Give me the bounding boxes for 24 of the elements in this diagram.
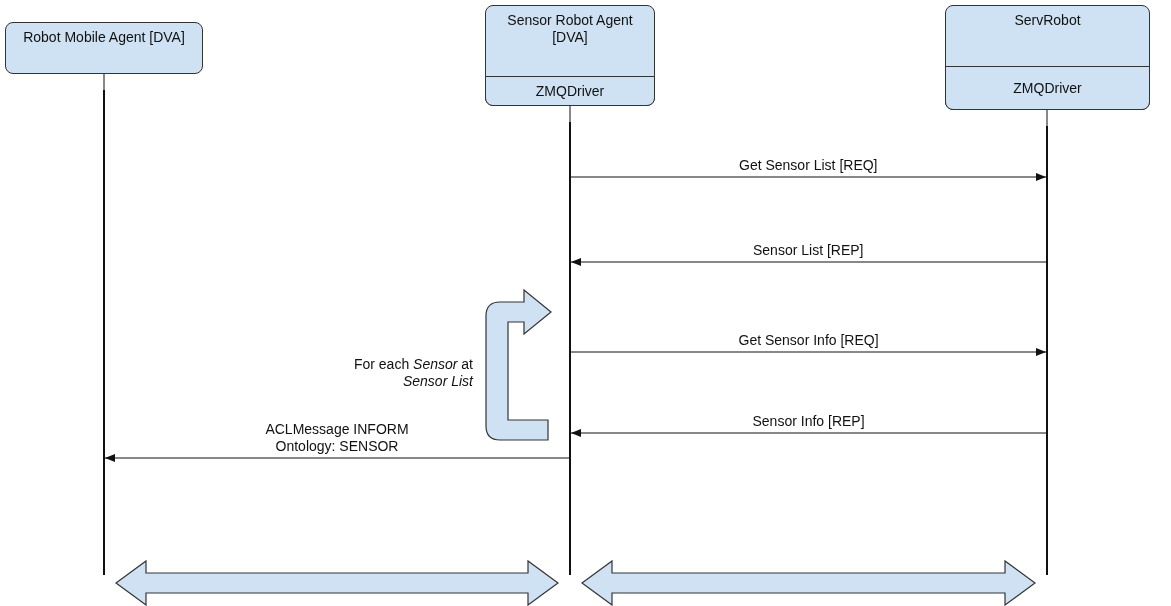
double-block-arrow: [581, 559, 1036, 606]
message-arrow: [570, 429, 1047, 437]
lifeline-segment: [1046, 109, 1048, 127]
message-arrow: [570, 348, 1047, 356]
lifeline: [569, 122, 571, 575]
lifeline-header: [5, 22, 203, 74]
component-name: ZMQDriver: [1013, 80, 1082, 96]
double-block-arrow: [115, 559, 559, 606]
component-name: ZMQDriver: [535, 83, 605, 99]
lifeline-segment: [569, 105, 571, 123]
component-box: [945, 66, 1150, 110]
lifeline-header: [945, 5, 1150, 110]
message-arrow: [570, 173, 1047, 181]
participant-name: Sensor Robot Agent [DVA]: [506, 11, 634, 47]
lifeline-segment: [103, 73, 105, 91]
message-arrow: [570, 258, 1047, 266]
loop-note: For each Sensor at Sensor List: [352, 356, 475, 390]
lifeline: [103, 90, 105, 575]
lifeline-header: [485, 5, 655, 106]
lifeline: [1046, 126, 1048, 575]
component-box: [485, 76, 655, 106]
participant-name: ServRobot: [1013, 11, 1082, 30]
message-arrow: [104, 454, 570, 462]
participant-name: Robot Mobile Agent [DVA]: [22, 28, 186, 47]
